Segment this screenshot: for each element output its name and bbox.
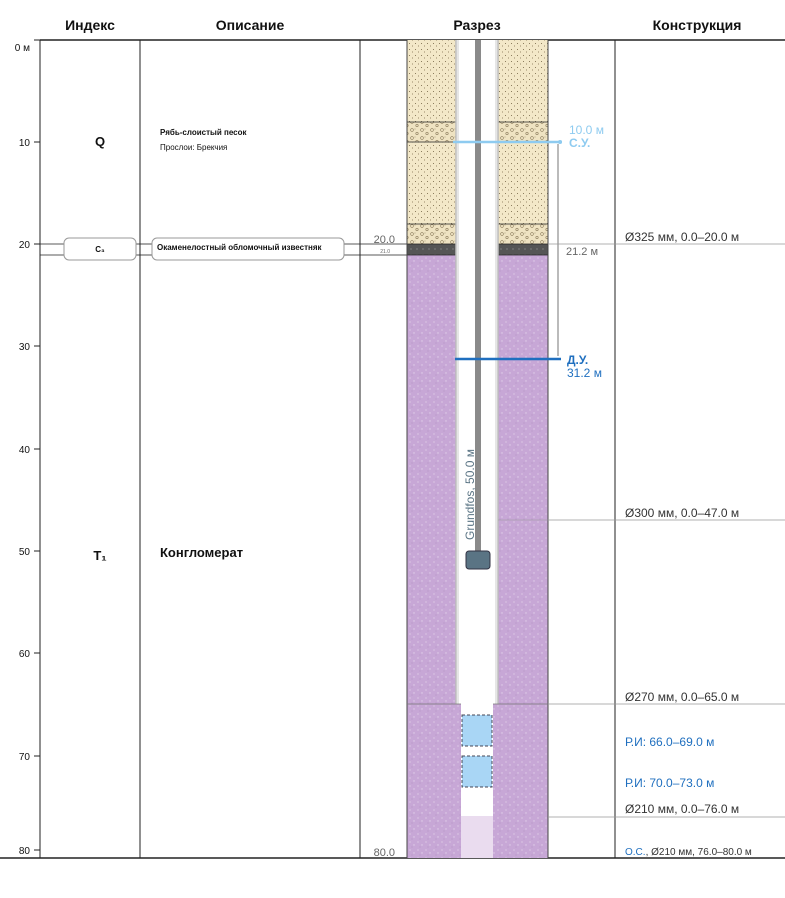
pump-icon [465, 550, 491, 570]
static-level-value: 10.0 м [569, 123, 604, 137]
layer-description-q: Рябь-слоистый песок [160, 128, 248, 137]
depth-marker-21-2: 21.2 м [566, 246, 598, 258]
depth-tick-label: 70 [19, 752, 31, 763]
casing-270-label: Ø270 мм, 0.0–65.0 м [625, 690, 739, 704]
screen-interval-1 [461, 714, 493, 747]
header-construction: Конструкция [653, 17, 742, 33]
depth-tick-label: 20 [19, 240, 31, 251]
pump-riser-pipe [475, 40, 481, 552]
depth-tick-label: 30 [19, 342, 31, 353]
header-description: Описание [216, 17, 285, 33]
casing-325-label: Ø325 мм, 0.0–20.0 м [625, 230, 739, 244]
layer-description-box-c3 [151, 237, 345, 261]
casing-300-label: Ø300 мм, 0.0–47.0 м [625, 506, 739, 520]
screen-1-label: Р.И: 66.0–69.0 м [625, 735, 714, 749]
static-level-label: С.У. [569, 136, 590, 150]
open-hole-label: О.С., Ø210 мм, 76.0–80.0 м [625, 847, 752, 858]
header-section: Разрез [453, 17, 500, 33]
depth-label-21: 21.0 [380, 249, 390, 255]
layer-interlayers-q: Прослои: Брекчия [160, 143, 227, 152]
depth-tick-label: 10 [19, 138, 31, 149]
pump-label: Grundfos, 50.0 м [463, 449, 477, 540]
layer-index-c3: C₃ [95, 245, 105, 254]
depth-tick-label: 50 [19, 547, 31, 558]
dynamic-level-value: 31.2 м [567, 366, 602, 380]
depth-ticks [34, 39, 40, 851]
static-level-marker [558, 140, 562, 144]
depth-tick-label: 80 [19, 846, 31, 857]
layer-description-t1: Конгломерат [160, 545, 243, 560]
depth-label-20: 20.0 [374, 234, 395, 246]
dynamic-level-label: Д.У. [567, 353, 588, 367]
header-index: Индекс [65, 17, 115, 33]
layer-index-t1: T₁ [93, 548, 106, 563]
depth-tick-label: 40 [19, 445, 31, 456]
layer-index-box-c3 [63, 237, 137, 261]
open-hole-details: , Ø210 мм, 76.0–80.0 м [646, 847, 752, 858]
screen-interval-2 [461, 755, 493, 788]
layer-index-q: Q [95, 134, 105, 149]
depth-label-80: 80.0 [374, 847, 395, 859]
depth-tick-label: 60 [19, 649, 31, 660]
depth-tick-label: 0 м [15, 43, 30, 54]
casing-210-label: Ø210 мм, 0.0–76.0 м [625, 802, 739, 816]
screen-2-label: Р.И: 70.0–73.0 м [625, 776, 714, 790]
open-hole-prefix: О.С. [625, 847, 646, 858]
layer-boundaries [40, 243, 407, 256]
layer-description-c3: Окаменелостный обломочный известняк [157, 243, 323, 252]
